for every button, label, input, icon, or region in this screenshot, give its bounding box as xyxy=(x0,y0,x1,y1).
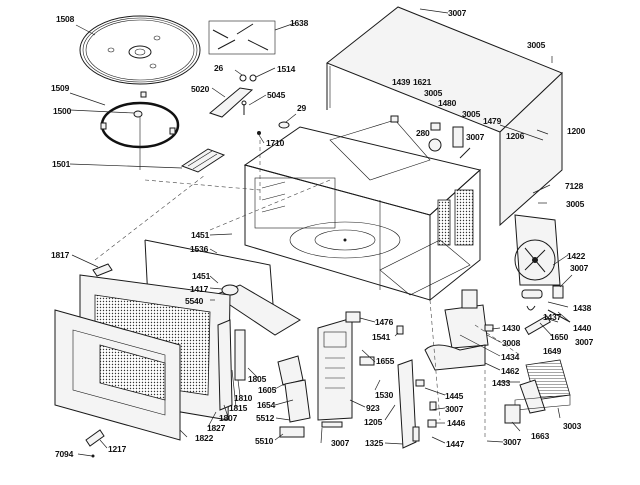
label-1439: 1439 xyxy=(392,77,411,87)
label-1438: 1438 xyxy=(573,303,592,313)
label-1200: 1200 xyxy=(567,126,586,136)
label-26: 26 xyxy=(214,63,224,73)
label-5045: 5045 xyxy=(267,90,286,100)
label-1440: 1440 xyxy=(573,323,592,333)
label-5510: 5510 xyxy=(255,436,274,446)
label-1476: 1476 xyxy=(375,317,394,327)
label-1446: 1446 xyxy=(447,418,466,428)
label-1217: 1217 xyxy=(108,444,127,454)
label-29: 29 xyxy=(297,103,307,113)
label-1480: 1480 xyxy=(438,98,457,108)
leader-lines xyxy=(69,8,573,457)
label-3005-a: 3005 xyxy=(424,88,443,98)
label-7094: 7094 xyxy=(55,449,74,459)
screw-1710 xyxy=(257,131,261,135)
label-1430: 1430 xyxy=(502,323,521,333)
label-1422: 1422 xyxy=(567,251,586,261)
label-1451-a: 1451 xyxy=(191,230,210,240)
label-1205: 1205 xyxy=(364,417,383,427)
clip-1217 xyxy=(85,429,105,447)
label-1434: 1434 xyxy=(501,352,520,362)
clip-29 xyxy=(278,121,290,129)
label-1621: 1621 xyxy=(413,77,432,87)
label-280: 280 xyxy=(416,128,430,138)
label-923: 923 xyxy=(366,403,380,413)
label-3007-f: 3007 xyxy=(445,404,464,414)
label-1451-b: 1451 xyxy=(192,271,211,281)
label-1514: 1514 xyxy=(277,64,296,74)
waveguide-cover xyxy=(180,148,226,173)
label-3007-c: 3007 xyxy=(570,263,589,273)
roller-ring xyxy=(100,91,180,170)
label-1663: 1663 xyxy=(531,431,550,441)
label-1417: 1417 xyxy=(190,284,209,294)
fan-assembly xyxy=(514,214,571,323)
label-1605: 1605 xyxy=(258,385,277,395)
label-1650: 1650 xyxy=(550,332,569,342)
label-1509: 1509 xyxy=(51,83,70,93)
label-5512: 5512 xyxy=(256,413,275,423)
label-1805: 1805 xyxy=(248,374,267,384)
label-1710: 1710 xyxy=(266,138,285,148)
bracket-assembly xyxy=(208,74,257,118)
magnetron xyxy=(444,289,551,349)
screw-7094 xyxy=(91,454,95,458)
label-1479: 1479 xyxy=(483,116,502,126)
choke-frame xyxy=(144,239,301,336)
guide-lines xyxy=(94,140,521,440)
label-7128: 7128 xyxy=(565,181,584,191)
transformer xyxy=(514,359,571,414)
label-1822: 1822 xyxy=(195,433,214,443)
label-1655: 1655 xyxy=(376,356,395,366)
label-1541: 1541 xyxy=(372,332,391,342)
part-1663 xyxy=(504,404,521,424)
label-3007-b: 3007 xyxy=(466,132,485,142)
clip-1817 xyxy=(92,263,113,277)
label-3007-e: 3007 xyxy=(503,437,522,447)
label-1501: 1501 xyxy=(52,159,71,169)
label-5020: 5020 xyxy=(191,84,210,94)
label-1638: 1638 xyxy=(290,18,309,28)
label-1649: 1649 xyxy=(543,346,562,356)
label-1206: 1206 xyxy=(506,131,525,141)
label-1437: 1437 xyxy=(543,312,562,322)
label-1810: 1810 xyxy=(234,393,253,403)
lamp-and-switches xyxy=(390,115,471,159)
label-5540: 5540 xyxy=(185,296,204,306)
label-3005-b: 3005 xyxy=(462,109,481,119)
label-1530: 1530 xyxy=(375,390,394,400)
label-1815: 1815 xyxy=(229,403,248,413)
label-1447: 1447 xyxy=(446,439,465,449)
label-1807: 1807 xyxy=(219,413,238,423)
label-1654: 1654 xyxy=(257,400,276,410)
label-1462: 1462 xyxy=(501,366,520,376)
label-3007-g: 3007 xyxy=(331,438,350,448)
label-1817: 1817 xyxy=(51,250,70,260)
label-1500: 1500 xyxy=(53,106,72,116)
label-3007-top: 3007 xyxy=(448,8,467,18)
label-3003: 3003 xyxy=(563,421,582,431)
turntable-tray xyxy=(79,15,201,85)
label-3005-top: 3005 xyxy=(527,40,546,50)
label-3007-d: 3007 xyxy=(575,337,594,347)
air-duct xyxy=(424,344,486,371)
hardware-kit xyxy=(208,20,276,55)
label-1325: 1325 xyxy=(365,438,384,448)
control-panel xyxy=(277,311,404,438)
label-1827: 1827 xyxy=(207,423,226,433)
switch-bracket xyxy=(397,359,437,449)
outer-case xyxy=(326,6,563,227)
label-3005-c: 3005 xyxy=(566,199,585,209)
door-assembly xyxy=(54,274,246,441)
label-3008: 3008 xyxy=(502,338,521,348)
label-1536: 1536 xyxy=(190,244,209,254)
label-1433: 1433 xyxy=(492,378,511,388)
label-1445: 1445 xyxy=(445,391,464,401)
label-1508: 1508 xyxy=(56,14,75,24)
